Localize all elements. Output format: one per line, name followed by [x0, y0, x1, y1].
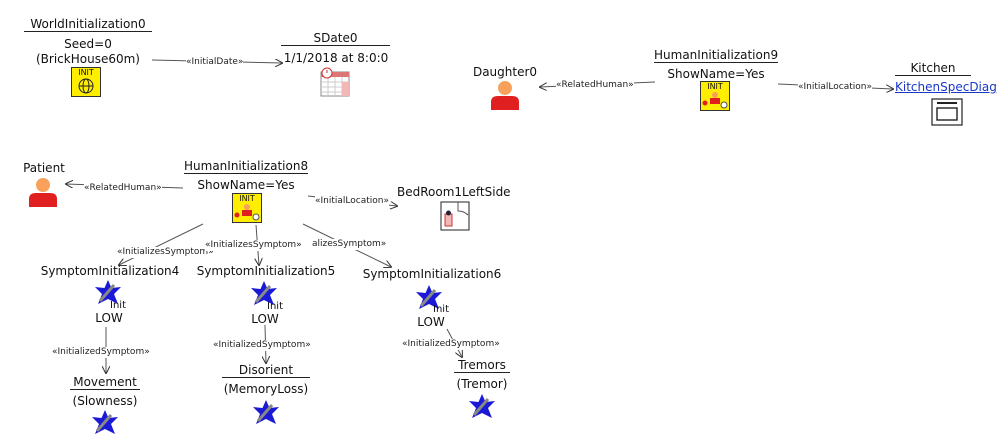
world-init-badge: INIT: [78, 68, 94, 77]
world-init-icon[interactable]: INIT: [71, 67, 101, 97]
room-floorplan-icon[interactable]: [440, 201, 470, 231]
bedroom-name: BedRoom1LeftSide: [397, 185, 511, 199]
human8-init-icon[interactable]: INIT: [232, 193, 262, 223]
sym5-level: LOW: [251, 312, 279, 326]
daughter-person-icon[interactable]: [490, 80, 520, 110]
tremors-name: Tremors: [454, 358, 510, 373]
human8-badge: INIT: [239, 194, 255, 203]
edge-initializes-symptom-4: [119, 223, 204, 265]
edge-label-initialized-symptom-4: «InitializedSymptom»: [52, 347, 150, 358]
sym4-name: SymptomInitialization4: [40, 264, 180, 278]
edge-label-initialized-symptom-5: «InitializedSymptom»: [213, 340, 311, 351]
sym5-name: SymptomInitialization5: [196, 264, 336, 278]
sym6-level: LOW: [417, 315, 445, 329]
edge-label-initializes-symptom-4: «InitializesSymptom»: [117, 247, 214, 258]
daughter-name: Daughter0: [472, 65, 538, 79]
sym4-star-icon[interactable]: [94, 279, 122, 307]
movement-name: Movement: [70, 375, 140, 390]
edge-label-initial-location-9: «InitialLocation»: [798, 82, 872, 93]
world-init-house: (BrickHouse60m): [36, 52, 140, 66]
human9-init-icon[interactable]: INIT: [700, 81, 730, 111]
human9-name: HumanInitialization9: [654, 48, 779, 63]
disorient-name: Disorient: [222, 363, 310, 378]
sym6-star-icon[interactable]: [415, 284, 443, 312]
world-init-name: WorldInitialization0: [24, 17, 152, 32]
tremors-type: (Tremor): [456, 377, 508, 391]
sym4-level: LOW: [95, 311, 123, 325]
world-init-seed: Seed=0: [64, 37, 112, 51]
edge-label-initializes-symptom-5: «InitializesSymptom»: [205, 240, 302, 251]
sym4-init: Init: [110, 300, 126, 311]
sym6-init: Init: [433, 304, 449, 315]
edge-label-initialized-symptom-6: «InitializedSymptom»: [402, 339, 500, 350]
movement-type: (Slowness): [72, 394, 138, 408]
sdate-value: 1/1/2018 at 8:0:0: [283, 51, 389, 65]
human9-showname: ShowName=Yes: [667, 67, 765, 81]
patient-name: Patient: [23, 161, 65, 175]
edge-label-initial-location-8: «InitialLocation»: [315, 196, 389, 207]
disorient-star-icon[interactable]: [252, 399, 280, 427]
tremors-star-icon[interactable]: [468, 393, 496, 421]
edge-label-related-human-8: «RelatedHuman»: [84, 183, 162, 194]
human9-badge: INIT: [707, 82, 723, 91]
edge-label-initial-date: «InitialDate»: [186, 57, 244, 68]
calendar-icon[interactable]: [319, 67, 351, 97]
disorient-type: (MemoryLoss): [223, 382, 309, 396]
oven-icon[interactable]: [931, 98, 963, 126]
human8-showname: ShowName=Yes: [197, 178, 295, 192]
sdate-name: SDate0: [281, 31, 390, 46]
edge-label-related-human-9: «RelatedHuman»: [556, 80, 634, 91]
movement-star-icon[interactable]: [91, 409, 119, 437]
sym5-star-icon[interactable]: [250, 280, 278, 308]
sym6-name: SymptomInitialization6: [362, 267, 502, 281]
edge-label-initializes-symptom-6: alizesSymptom»: [312, 239, 387, 250]
kitchen-name: Kitchen: [895, 61, 971, 76]
patient-person-icon[interactable]: [28, 177, 58, 207]
human8-name: HumanInitialization8: [184, 159, 309, 174]
sym5-init: Init: [267, 301, 283, 312]
kitchen-spec-link[interactable]: KitchenSpecDiag: [895, 80, 997, 94]
